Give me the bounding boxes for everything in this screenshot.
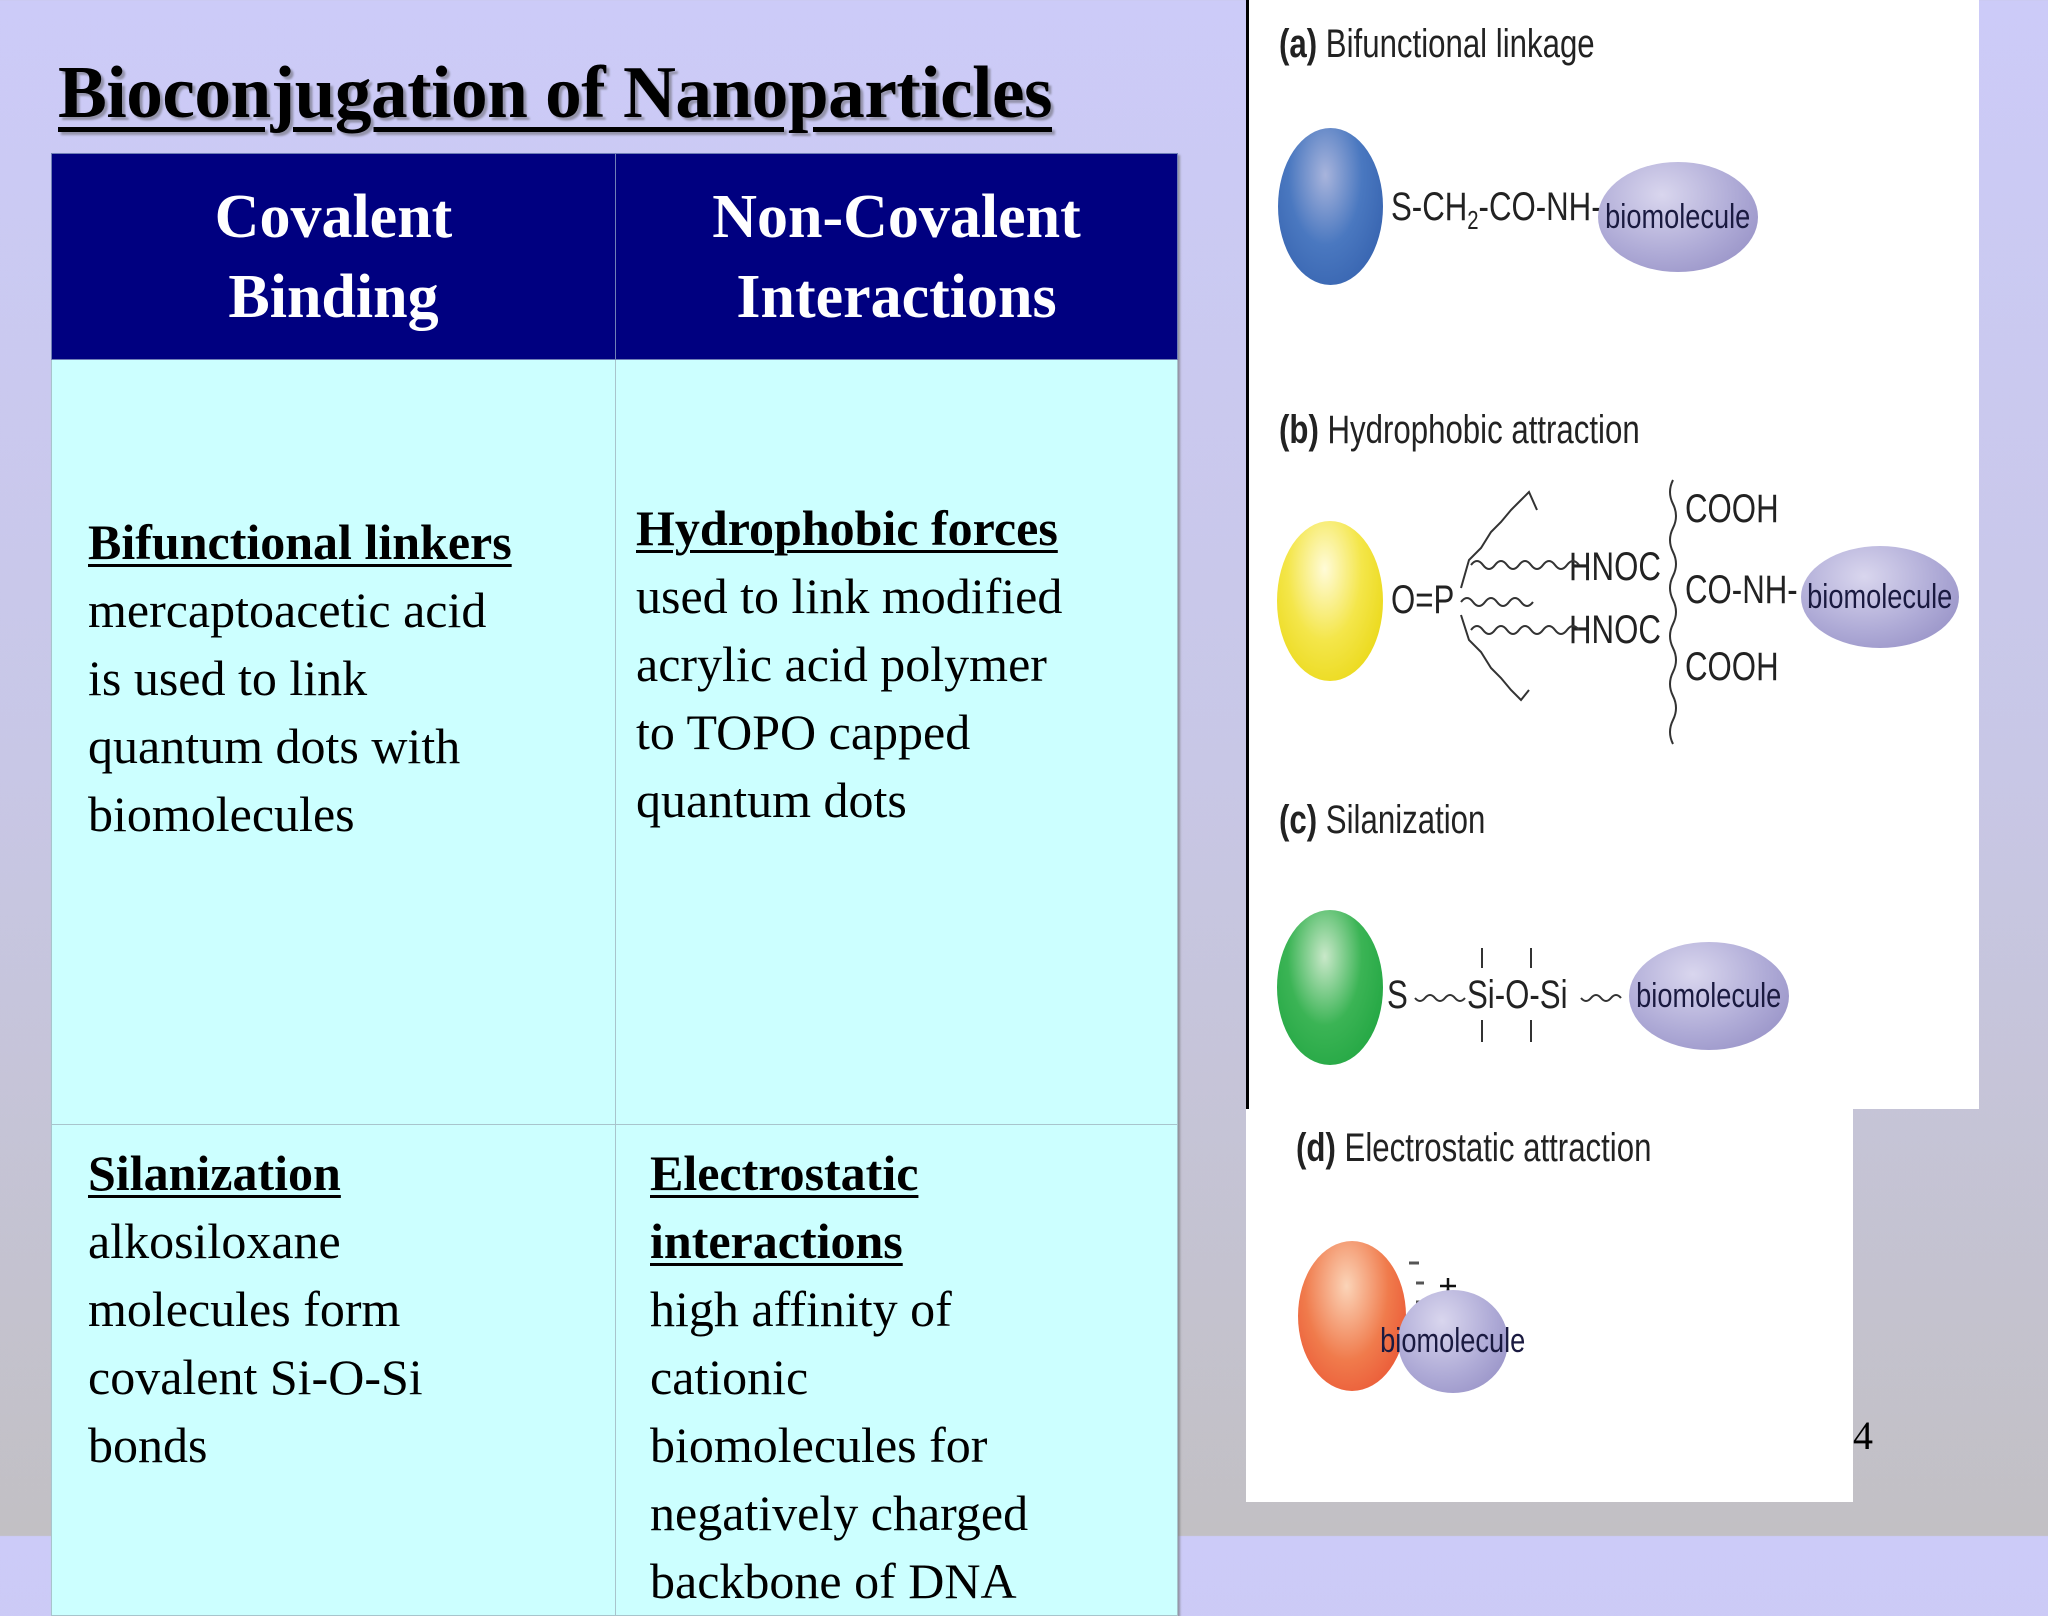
table-row: Bifunctional linkers mercaptoacetic acid… — [51, 359, 1178, 1125]
hydrophobic-chains-icon — [1460, 479, 1677, 745]
figure-panel-upper: (a) Bifunctional linkage S-CH2-CO-NH- bi… — [1246, 0, 1979, 1109]
header-line: Binding — [228, 262, 439, 331]
cooh-label-1: COOH — [1685, 487, 1779, 531]
header-non-covalent-interactions: Non-Covalent Interactions — [615, 153, 1178, 360]
cell-body: used to link modified acrylic acid polym… — [636, 568, 1063, 828]
cell-body: mercaptoacetic acid is used to link quan… — [88, 582, 487, 842]
figure-label-c: (c) Silanization — [1279, 798, 1486, 842]
page-number: 4 — [1853, 1413, 1873, 1458]
cell-heading: Hydrophobic forces — [636, 500, 1058, 556]
figure-label-b: (b) Hydrophobic attraction — [1279, 408, 1640, 452]
charges-icon — [1409, 1261, 1456, 1363]
silane-bonds-icon — [1414, 948, 1622, 1042]
figure-panel-lower: (d) Electrostatic attraction biomolecule — [1246, 1109, 1853, 1502]
cell-hydrophobic-forces: Hydrophobic forces used to link modified… — [615, 359, 1178, 1125]
biomolecule-icon: biomolecule — [1598, 162, 1758, 272]
comparison-table: Covalent Binding Non-Covalent Interactio… — [51, 153, 1178, 1616]
cell-heading: Electrostatic interactions — [650, 1145, 919, 1269]
biomolecule-icon: biomolecule — [1380, 1290, 1526, 1393]
sulfur-label: S — [1387, 973, 1408, 1017]
nanoparticle-yellow-icon — [1277, 521, 1383, 681]
header-line: Non-Covalent — [712, 182, 1081, 251]
header-covalent-binding: Covalent Binding — [51, 153, 616, 360]
nanoparticle-green-icon — [1277, 910, 1383, 1065]
hnoc-label-1: HNOC — [1569, 545, 1661, 589]
figure-label-a: (a) Bifunctional linkage — [1279, 22, 1595, 66]
header-line: Interactions — [736, 262, 1057, 331]
table-header-row: Covalent Binding Non-Covalent Interactio… — [51, 153, 1178, 360]
cell-bifunctional-linkers: Bifunctional linkers mercaptoacetic acid… — [51, 359, 616, 1125]
linker-formula: S-CH2-CO-NH- — [1391, 185, 1602, 235]
cell-electrostatic-interactions: Electrostatic interactions high affinity… — [615, 1124, 1178, 1616]
cell-body: alkosiloxane molecules form covalent Si-… — [88, 1213, 423, 1473]
cell-body: high affinity of cationic biomolecules f… — [650, 1281, 1029, 1609]
hnoc-label-2: HNOC — [1569, 608, 1661, 652]
slide-title: Bioconjugation of Nanoparticles — [58, 52, 1053, 134]
topo-op-label: O=P — [1391, 578, 1455, 622]
header-line: Covalent — [214, 182, 453, 251]
cooh-label-2: COOH — [1685, 645, 1779, 689]
cell-heading: Bifunctional linkers — [88, 514, 512, 570]
nanoparticle-red-icon — [1298, 1241, 1406, 1391]
biomolecule-icon: biomolecule — [1629, 942, 1789, 1050]
siosi-label: Si-O-Si — [1467, 973, 1568, 1017]
conh-label: CO-NH- — [1685, 568, 1798, 612]
nanoparticle-blue-icon — [1278, 128, 1383, 285]
cell-silanization: Silanization alkosiloxane molecules form… — [51, 1124, 616, 1616]
cell-heading: Silanization — [88, 1145, 341, 1201]
figure-label-d: (d) Electrostatic attraction — [1296, 1126, 1652, 1170]
table-row: Silanization alkosiloxane molecules form… — [51, 1124, 1178, 1616]
biomolecule-icon: biomolecule — [1801, 546, 1959, 648]
